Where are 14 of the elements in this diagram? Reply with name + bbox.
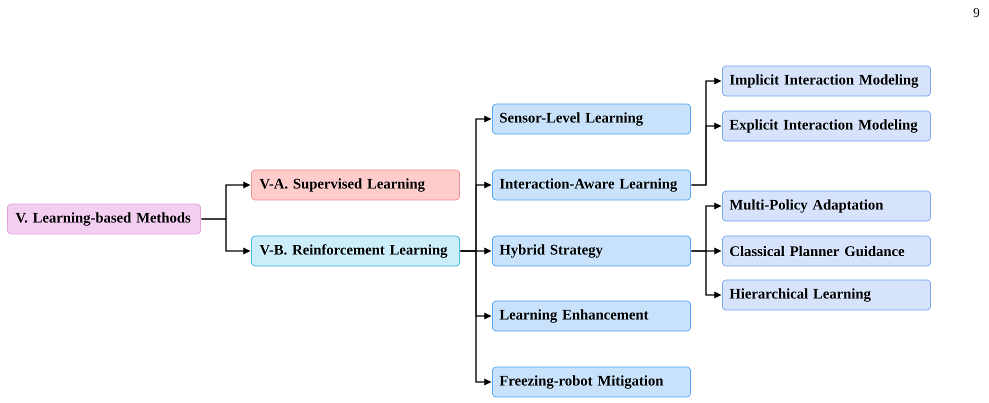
leaf-box: Multi-Policy Adaptation — [722, 190, 931, 222]
page-number: 9 — [974, 8, 980, 18]
subcategory-box: Hybrid Strategy — [492, 236, 691, 266]
subcategory-box: Freezing-robot Mitigation — [492, 366, 691, 398]
leaf-box: Implicit Interaction Modeling — [722, 66, 931, 96]
category-box: V-B. Reinforcement Learning — [251, 236, 460, 266]
leaf-box: Hierarchical Learning — [722, 280, 931, 310]
subcategory-box: Interaction-Aware Learning — [492, 170, 691, 200]
subcategory-box: Sensor-Level Learning — [492, 104, 691, 134]
category-box: V-A. Supervised Learning — [251, 170, 460, 200]
leaf-box: Classical Planner Guidance — [722, 236, 931, 266]
leaf-box: Explicit Interaction Modeling — [722, 110, 931, 142]
subcategory-box: Learning Enhancement — [492, 300, 691, 332]
root-box: V. Learning-based Methods — [7, 204, 202, 234]
